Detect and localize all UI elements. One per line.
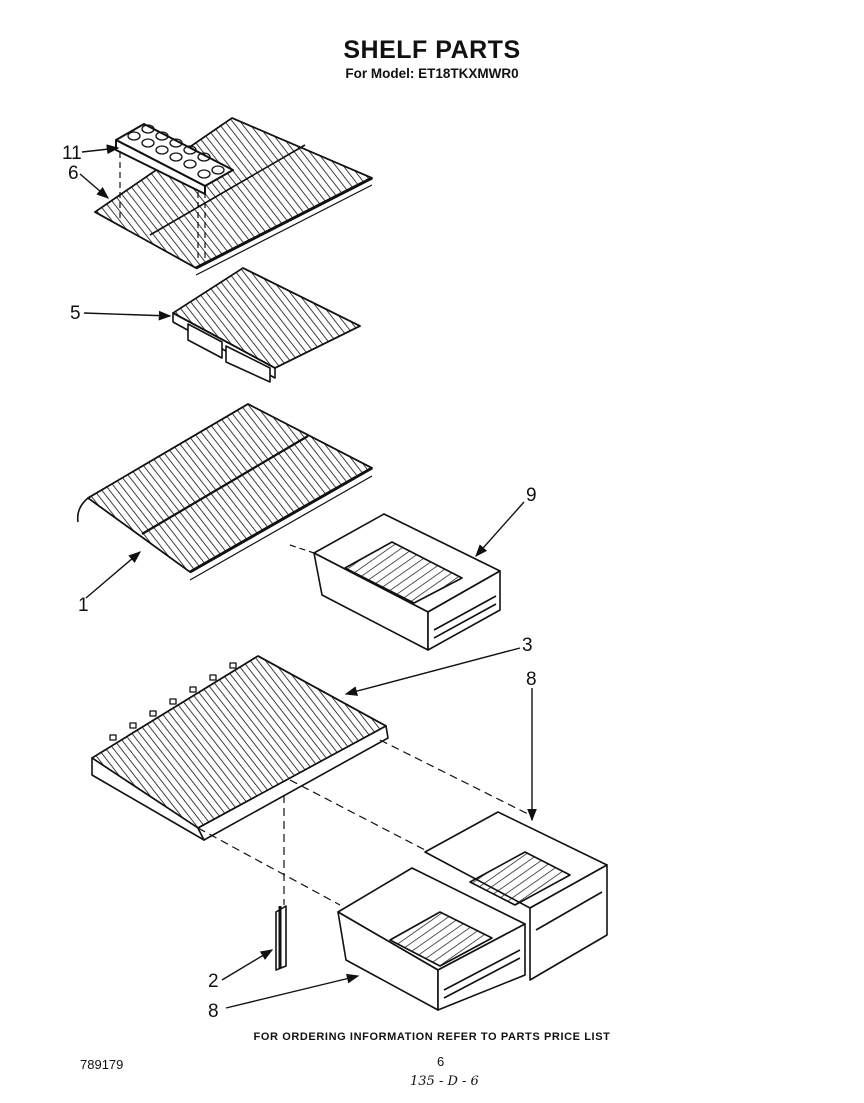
crisper-cover-shelf — [91, 655, 389, 841]
callout-11: 11 — [62, 143, 82, 164]
pan-drawer — [313, 513, 501, 651]
callout-5: 5 — [70, 303, 81, 324]
large-wire-shelf — [76, 403, 373, 581]
callout-9: 9 — [526, 485, 537, 506]
callout-6: 6 — [68, 163, 79, 184]
model-subtitle: For Model: ET18TKXMWR0 — [345, 66, 519, 81]
callout-3: 3 — [522, 635, 533, 656]
top-wire-shelf — [94, 117, 373, 276]
crisper-drawer-front — [337, 867, 526, 1011]
callout-8-rear: 8 — [526, 669, 537, 690]
callout-1: 1 — [78, 595, 89, 616]
callout-8-front: 8 — [208, 1001, 219, 1022]
callout-2: 2 — [208, 971, 219, 992]
ice-tray — [115, 123, 234, 195]
support-bracket — [275, 905, 287, 971]
document-number: 789179 — [80, 1057, 124, 1072]
ordering-info-note: FOR ORDERING INFORMATION REFER TO PARTS … — [253, 1031, 611, 1043]
freezer-shelf — [172, 267, 361, 383]
page-title: SHELF PARTS — [343, 36, 521, 64]
handwritten-code: 135 - D - 6 — [410, 1074, 479, 1089]
page-number: 6 — [437, 1054, 445, 1069]
crisper-drawer-rear — [424, 811, 608, 981]
